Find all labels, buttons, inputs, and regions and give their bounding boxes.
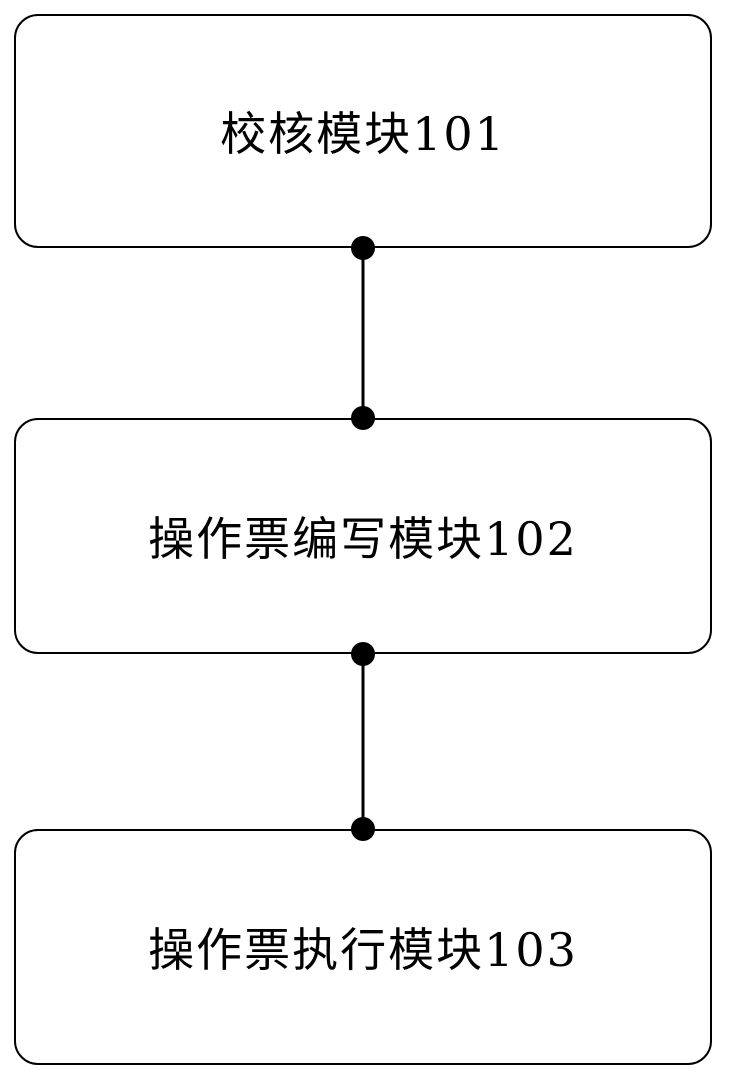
ticket-execution-module-label: 操作票执行模块103 (148, 923, 578, 977)
verification-module-label: 校核模块101 (220, 107, 506, 161)
ticket-execution-module-box: 操作票执行模块103 (14, 829, 712, 1065)
ticket-writing-module-label: 操作票编写模块102 (148, 512, 578, 566)
verification-module-box: 校核模块101 (14, 14, 712, 248)
ticket-writing-module-box: 操作票编写模块102 (14, 418, 712, 654)
